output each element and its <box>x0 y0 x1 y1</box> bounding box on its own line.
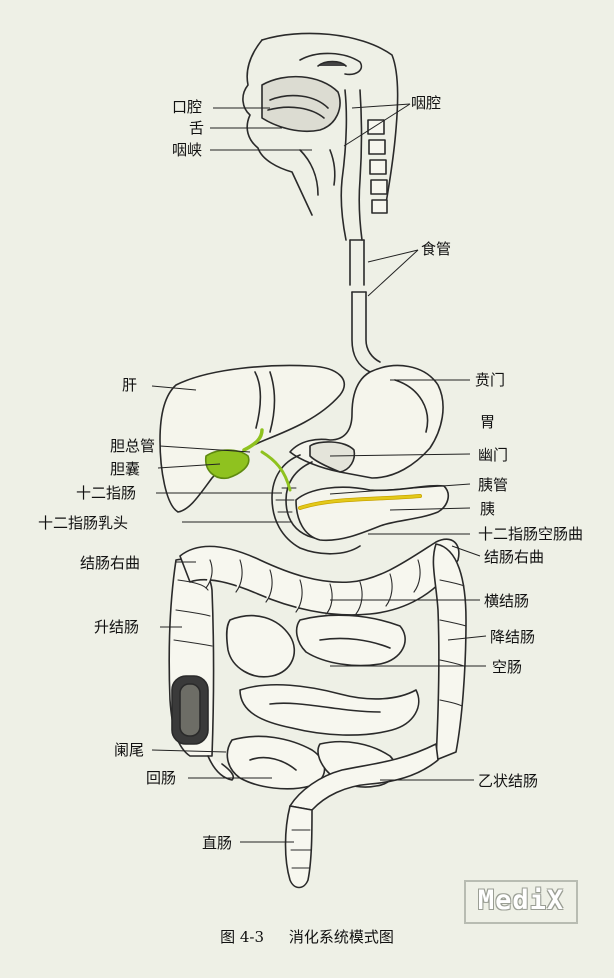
label-descending-colon: 降结肠 <box>490 628 536 646</box>
label-ascending-colon: 升结肠 <box>94 618 140 636</box>
label-right-colic-flexure: 结肠右曲 <box>80 554 141 572</box>
label-stomach: 胃 <box>480 413 496 431</box>
label-duodenal-papilla: 十二指肠乳头 <box>38 514 129 532</box>
label-liver: 肝 <box>122 376 138 394</box>
label-pylorus: 幽门 <box>478 446 509 464</box>
watermark-logo: MediX <box>464 880 578 924</box>
label-pancreas: 胰 <box>480 500 496 518</box>
esophagus <box>349 239 381 373</box>
label-esophagus: 食管 <box>421 240 452 258</box>
label-rectum: 直肠 <box>202 834 233 852</box>
figure-title: 消化系统模式图 <box>288 928 394 946</box>
label-left-colic-flexure: 结肠右曲 <box>484 548 545 566</box>
label-ileum: 回肠 <box>146 769 177 787</box>
figure-number: 图 4-3 <box>220 928 265 946</box>
colon <box>168 538 467 889</box>
label-transverse-colon: 横结肠 <box>484 592 530 610</box>
label-cardia: 贲门 <box>475 371 506 389</box>
label-pharynx: 咽腔 <box>411 94 442 112</box>
caecum <box>171 675 209 745</box>
gallbladder <box>204 428 292 492</box>
label-fauces: 咽峡 <box>172 141 203 159</box>
figure-caption: 图 4-3 消化系统模式图 <box>0 926 614 947</box>
label-duodenojejunal-flexure: 十二指肠空肠曲 <box>478 525 584 543</box>
label-gallbladder: 胆囊 <box>110 460 141 478</box>
label-duodenum: 十二指肠 <box>76 484 137 502</box>
label-common-bile-duct: 胆总管 <box>110 437 156 455</box>
label-pancreatic-duct: 胰管 <box>478 476 509 494</box>
label-oral-cavity: 口腔 <box>172 98 203 116</box>
head-section <box>242 32 399 241</box>
pancreas <box>295 484 450 542</box>
label-appendix: 阑尾 <box>114 741 145 759</box>
label-jejunum: 空肠 <box>492 658 523 676</box>
label-tongue: 舌 <box>189 119 205 137</box>
label-sigmoid-colon: 乙状结肠 <box>478 772 539 790</box>
